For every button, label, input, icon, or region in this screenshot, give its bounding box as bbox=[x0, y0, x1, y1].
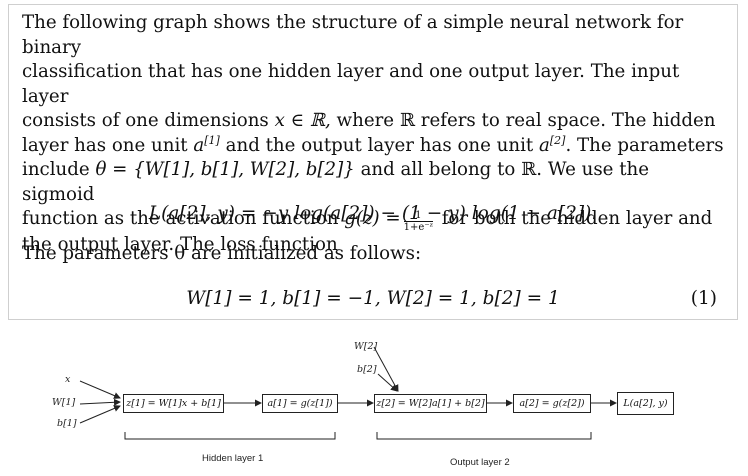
arrow-b1 bbox=[79, 405, 121, 424]
param-b2-label: b[2] bbox=[357, 364, 377, 375]
node-loss: L(a[2], y) bbox=[617, 392, 674, 415]
math-a2: a[2] bbox=[539, 133, 566, 156]
arrow-w1 bbox=[79, 398, 121, 406]
intro-line-7: the output layer. The loss function bbox=[22, 234, 338, 255]
node-z1: z[1] = W[1]x + b[1] bbox=[123, 394, 224, 413]
hidden-layer-label: Hidden layer 1 bbox=[202, 453, 264, 464]
intro-line-6b: for both the hidden layer and bbox=[441, 208, 713, 229]
intro-line-5b: and all belong to bbox=[360, 159, 516, 180]
init-text: The parameters θ are initialized as foll… bbox=[22, 243, 422, 264]
intro-line-3a: consists of one dimensions bbox=[22, 110, 269, 131]
math-r-2: ℝ bbox=[521, 159, 537, 180]
hidden-bracket bbox=[124, 432, 336, 440]
intro-line-4a: layer has one unit bbox=[22, 134, 188, 156]
node-z2: z[2] = W[2]a[1] + b[2] bbox=[374, 394, 487, 413]
math-r: ℝ bbox=[399, 110, 415, 131]
input-b1-label: b[1] bbox=[57, 418, 77, 429]
arrow-w2 bbox=[373, 346, 399, 392]
math-a1: a[1] bbox=[193, 133, 220, 156]
input-x-label: x bbox=[65, 374, 71, 385]
intro-line-3c: refers to real space. The hidden bbox=[420, 110, 716, 131]
equation-number: (1) bbox=[690, 288, 717, 309]
param-w2-label: W[2] bbox=[354, 341, 378, 352]
arrow-b2 bbox=[377, 373, 398, 392]
network-diagram: x W[1] b[1] W[2] b[2] z[1] = W[1]x + b[1… bbox=[0, 330, 748, 476]
intro-line-6a: function as the activation function bbox=[22, 208, 339, 229]
intro-line-5c: . We use the sigmoid bbox=[22, 159, 649, 205]
output-layer-label: Output layer 2 bbox=[450, 457, 510, 468]
input-w1-label: W[1] bbox=[52, 397, 76, 408]
intro-line-3b: where bbox=[336, 110, 395, 131]
intro-line-1: The following graph shows the structure … bbox=[22, 12, 684, 58]
node-a2: a[2] = g(z[2]) bbox=[513, 394, 591, 413]
intro-line-5a: include bbox=[22, 159, 90, 180]
arrow-x bbox=[79, 380, 121, 399]
problem-box: The following graph shows the structure … bbox=[8, 4, 738, 320]
intro-line-4c: . The parameters bbox=[565, 134, 724, 156]
problem-paragraph: The following graph shows the structure … bbox=[22, 11, 727, 258]
loss-equation: L(a[2], y) = −y log(a[2]) − (1 − y) log(… bbox=[148, 203, 598, 224]
math-theta-set: θ = {W[1], b[1], W[2], b[2]} bbox=[95, 159, 355, 180]
node-a1: a[1] = g(z[1]) bbox=[262, 394, 338, 413]
intro-line-2: classification that has one hidden layer… bbox=[22, 61, 680, 107]
init-equation: W[1] = 1, b[1] = −1, W[2] = 1, b[2] = 1 bbox=[186, 288, 560, 309]
math-g-lhs: g(z) = bbox=[344, 208, 401, 229]
output-bracket bbox=[376, 432, 592, 440]
intro-line-4b: and the output layer has one unit bbox=[225, 134, 534, 156]
math-x-in-r: x ∈ ℝ, bbox=[274, 110, 331, 131]
diagram-arrows bbox=[79, 346, 617, 440]
